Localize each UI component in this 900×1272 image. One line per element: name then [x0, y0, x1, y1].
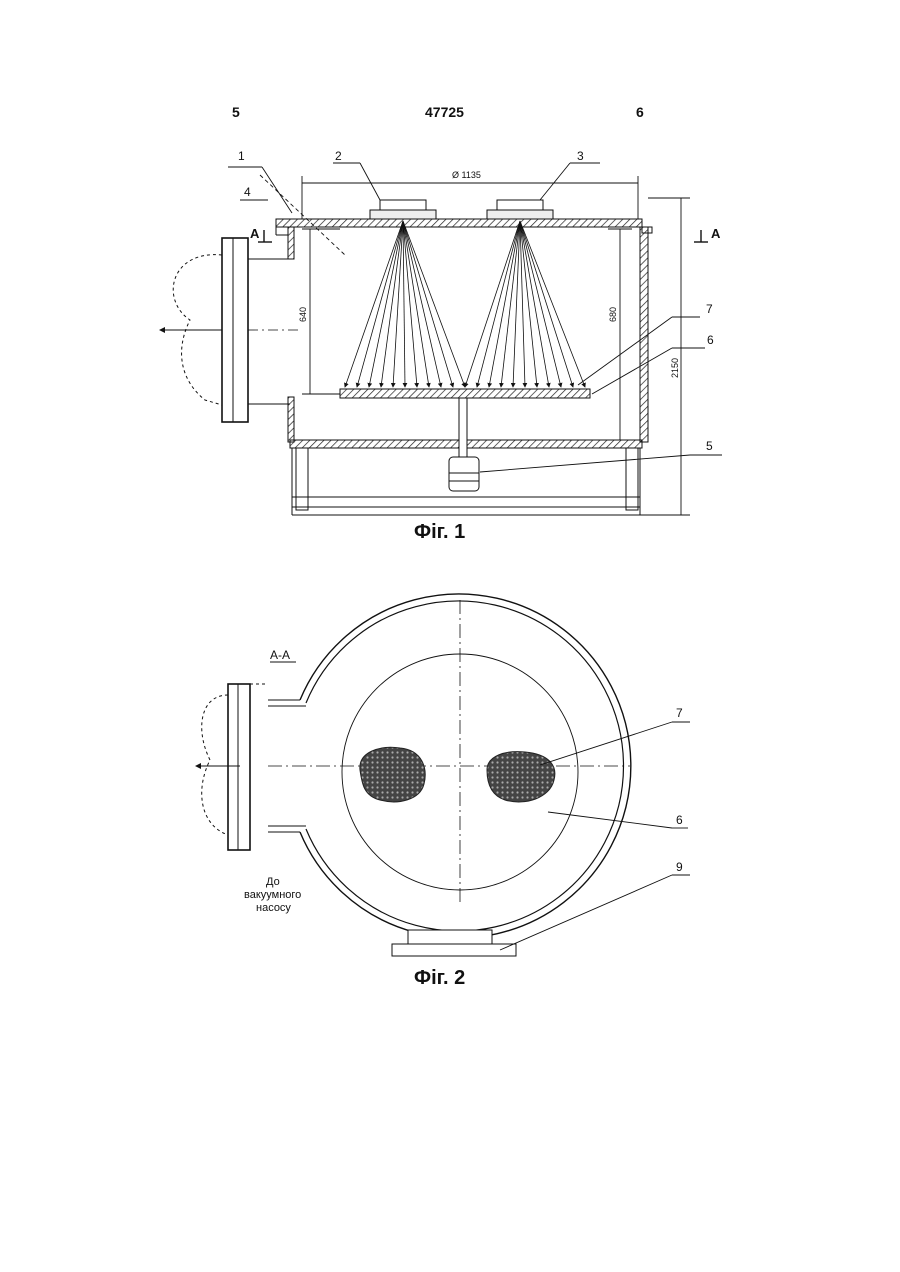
callout-6: 6: [707, 333, 714, 347]
spray-ray: [357, 221, 403, 387]
figure-2-caption: Фіг. 2: [414, 967, 465, 990]
spray-ray: [403, 221, 441, 387]
spray-ray: [403, 221, 429, 387]
figure-1: [160, 163, 722, 515]
spray-ray: [501, 221, 520, 387]
spray-ray: [465, 221, 520, 387]
outlet-flange: [228, 684, 250, 850]
spray-ray: [489, 221, 520, 387]
callout-1: 1: [238, 149, 245, 163]
turntable-6: [340, 389, 590, 398]
fig2-callout-9: 9: [676, 860, 683, 874]
vacuum-outlet-pipe: [160, 238, 300, 422]
emitter-2: [370, 200, 436, 219]
dim-diameter: Ø 1135: [452, 170, 481, 180]
fig2-callout-6: 6: [676, 813, 683, 827]
callout-2: 2: [335, 149, 342, 163]
outlet-note-line1: До: [266, 876, 280, 888]
section-title-aa: А-А: [270, 648, 290, 662]
sample-blob-right: [487, 752, 555, 802]
spray-ray: [520, 221, 573, 387]
figure-1-caption: Фіг. 1: [414, 521, 465, 544]
section-mark-left: A: [250, 226, 260, 241]
callout-3: 3: [577, 149, 584, 163]
callout-7: 7: [706, 302, 713, 316]
fig2-callout-leaders: [270, 662, 690, 950]
callout-4: 4: [244, 185, 251, 199]
sample-blob-left: [360, 747, 425, 802]
outlet-note-line2: вакуумного: [244, 889, 301, 901]
emitter-3: [487, 200, 553, 219]
outlet-note-line3: насосу: [256, 902, 291, 914]
spray-ray: [513, 221, 520, 387]
dim-680: 680: [608, 307, 618, 322]
spray-ray: [520, 221, 561, 387]
fig2-callout-7: 7: [676, 706, 683, 720]
spray-ray: [403, 221, 465, 387]
dim-640: 640: [298, 307, 308, 322]
spray-ray: [381, 221, 403, 387]
spray-ray: [520, 221, 585, 387]
spray-ray: [403, 221, 453, 387]
dim-2150: 2150: [670, 358, 680, 378]
spray-ray: [477, 221, 520, 387]
spray-rays: [345, 221, 585, 387]
motor-5: [449, 457, 479, 491]
callout-5: 5: [706, 439, 713, 453]
section-mark-right: A: [711, 226, 721, 241]
